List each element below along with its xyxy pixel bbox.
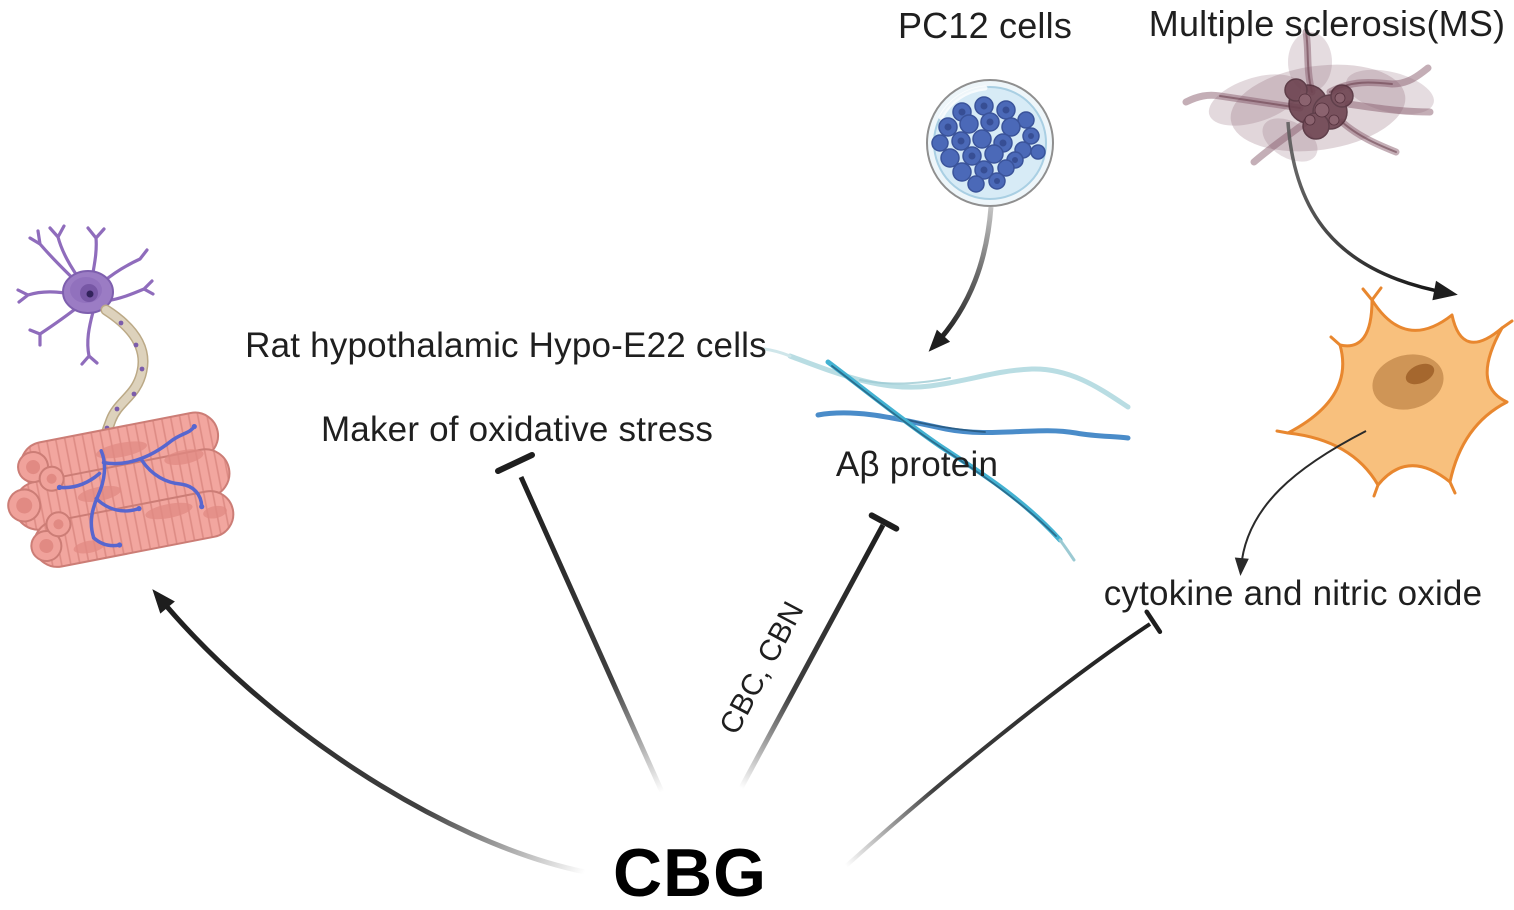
inhibitor-cbg-to-abeta (738, 512, 900, 790)
abeta-protein-label: Aβ protein (835, 445, 999, 484)
arrow-astrocyte-to-cytokine (1234, 430, 1367, 576)
ms-microglia-icon (1182, 28, 1434, 166)
multiple-sclerosis-label: Multiple sclerosis(MS) (1148, 3, 1506, 44)
muscle-icon (7, 411, 235, 568)
nerve-endings-icon (56, 423, 205, 548)
pc12-cells-label: PC12 cells (897, 5, 1073, 46)
astrocyte-icon (1275, 286, 1514, 498)
inhibitor-cbg-to-cytokine (844, 609, 1163, 868)
inhibitor-cbg-to-oxidative-stress (495, 452, 665, 794)
cbg-label: CBG (612, 835, 768, 910)
arrow-pc12-to-abeta (928, 206, 994, 352)
neuron-icon (16, 224, 155, 460)
abeta-fibrils-icon (762, 347, 1131, 562)
oxidative-stress-label: Maker of oxidative stress (320, 410, 714, 449)
cytokine-nitric-oxide-label: cytokine and nitric oxide (1103, 574, 1483, 613)
rat-hypothalamic-cells-label: Rat hypothalamic Hypo-E22 cells (245, 326, 767, 365)
arrow-ms-to-astrocyte (1286, 121, 1458, 301)
petri-dish-icon (926, 79, 1054, 207)
arrow-cbg-to-muscle (152, 589, 586, 875)
